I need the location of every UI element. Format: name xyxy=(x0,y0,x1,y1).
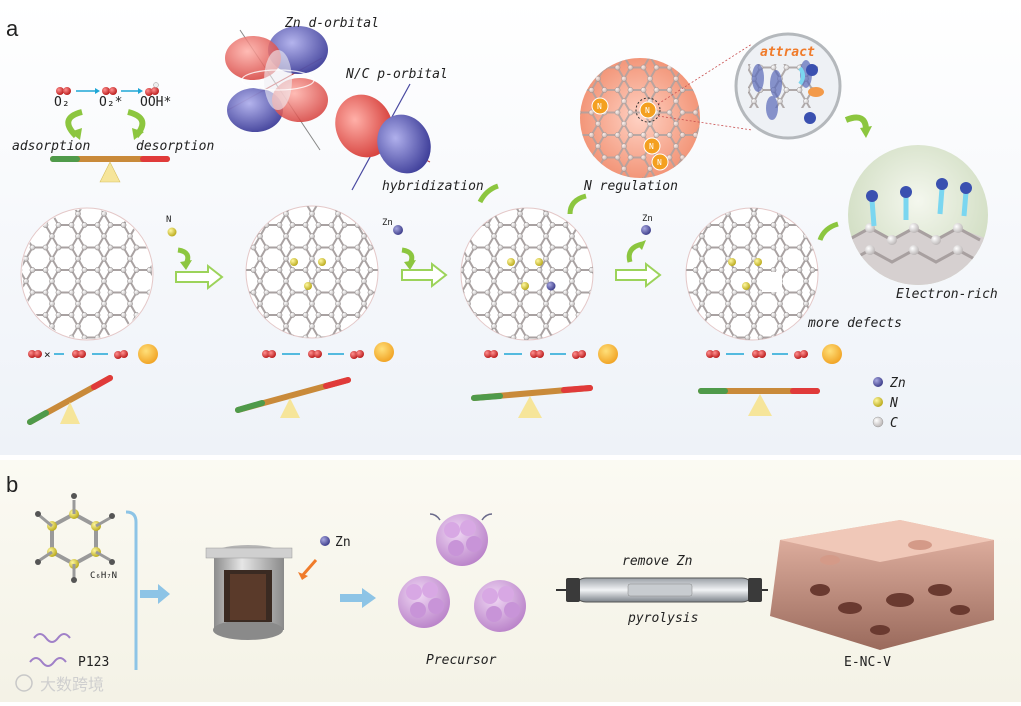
electron-rich-label: Electron-rich xyxy=(896,287,998,302)
tube-furnace xyxy=(556,577,768,603)
zn-add-arrow xyxy=(300,559,318,577)
product-label: E-NC-V xyxy=(844,655,891,670)
seesaw-1 xyxy=(27,375,113,425)
flow-arrow-1 xyxy=(140,584,170,604)
svg-text:N: N xyxy=(657,158,662,167)
legend-c-label: C xyxy=(890,416,898,431)
zn-d-orbital-label: Zn d-orbital xyxy=(284,16,379,31)
smile-face-icon xyxy=(598,344,618,364)
ooh-star-label: OOH* xyxy=(140,95,171,110)
frown-face-icon xyxy=(138,344,158,364)
watermark-text: 大数跨境 xyxy=(40,675,104,694)
reaction-row-4 xyxy=(706,344,842,364)
pyrolysis-label: pyrolysis xyxy=(627,611,698,626)
o2-label: O₂ xyxy=(54,95,70,110)
to-hybridization-arrow xyxy=(477,183,499,204)
to-n-regulation-arrow xyxy=(567,193,587,215)
legend-n-label: N xyxy=(889,396,898,411)
reaction-row-3 xyxy=(484,344,618,364)
step-arrow-2: Zn xyxy=(382,218,448,289)
porous-carbon-block xyxy=(770,520,994,650)
micelle-cluster-1 xyxy=(429,513,493,566)
svg-text:N: N xyxy=(645,106,650,115)
adsorption-label: adsorption xyxy=(12,139,90,154)
balanced-seesaw-top xyxy=(50,156,170,183)
o2-star-label: O₂* xyxy=(99,95,122,110)
graphene-n-doped xyxy=(245,205,379,339)
micelle-cluster-3 xyxy=(474,580,526,632)
electron-rich-sphere xyxy=(848,145,988,285)
zn-d-orbital-illustration xyxy=(225,26,328,151)
atom-legend: Zn N C xyxy=(872,376,906,431)
p123-wave-icon xyxy=(29,633,71,667)
seesaw-2 xyxy=(235,377,351,418)
graphene-zn-n-doped xyxy=(460,207,594,341)
zn-label-b: Zn xyxy=(335,535,351,550)
attract-inset xyxy=(734,32,842,140)
watermark: 大数跨境 xyxy=(15,674,104,694)
seesaw-4 xyxy=(698,388,820,416)
to-electron-rich-arrow-2 xyxy=(817,221,839,241)
grin-face-icon xyxy=(822,344,842,364)
neutral-face-icon xyxy=(374,342,394,362)
hybridization-label: hybridization xyxy=(382,179,484,194)
nc-p-orbital-label: N/C p-orbital xyxy=(345,67,448,82)
graphene-pristine xyxy=(20,207,154,341)
panel-a-label: a xyxy=(6,16,19,41)
n-regulation-label: N regulation xyxy=(583,179,678,194)
add-zn-label-2: Zn xyxy=(642,214,653,224)
watermark-logo-icon xyxy=(15,674,33,692)
panel-b-label: b xyxy=(6,472,18,497)
reaction-row-1: × xyxy=(28,344,158,364)
svg-text:N: N xyxy=(597,102,602,111)
remove-zn-label: remove Zn xyxy=(622,554,692,569)
legend-c-swatch xyxy=(872,416,884,428)
zn-atom-icon xyxy=(320,536,330,546)
attract-label: attract xyxy=(760,45,815,60)
formula-label: C₆H₇N xyxy=(90,571,117,581)
svg-text:×: × xyxy=(44,348,51,361)
seesaw-3 xyxy=(471,385,593,418)
oxygen-reaction-path: O₂ O₂* OOH* xyxy=(54,82,171,140)
n-regulation-zoom: N N N N xyxy=(580,43,753,178)
desorption-label: desorption xyxy=(136,139,214,154)
reaction-row-2 xyxy=(262,342,394,362)
svg-text:N: N xyxy=(649,142,654,151)
step-arrow-1: N xyxy=(166,215,224,291)
precursor-label: Precursor xyxy=(426,653,497,668)
legend-zn-swatch xyxy=(873,377,883,387)
autoclave-reactor xyxy=(205,545,293,640)
p123-label: P123 xyxy=(78,655,109,670)
add-zn-label-1: Zn xyxy=(382,218,393,228)
add-n-label: N xyxy=(166,215,171,225)
nc-p-orbital-illustration xyxy=(335,83,431,191)
graphene-defective xyxy=(685,207,819,341)
legend-zn-label: Zn xyxy=(889,376,906,391)
more-defects-label: more defects xyxy=(807,316,902,331)
legend-n-swatch xyxy=(873,397,883,407)
micelle-cluster-2 xyxy=(398,576,450,628)
step-arrow-3: Zn xyxy=(615,214,662,289)
aniline-molecule xyxy=(35,493,115,583)
bracket xyxy=(125,510,138,670)
flow-arrow-2 xyxy=(340,588,376,608)
